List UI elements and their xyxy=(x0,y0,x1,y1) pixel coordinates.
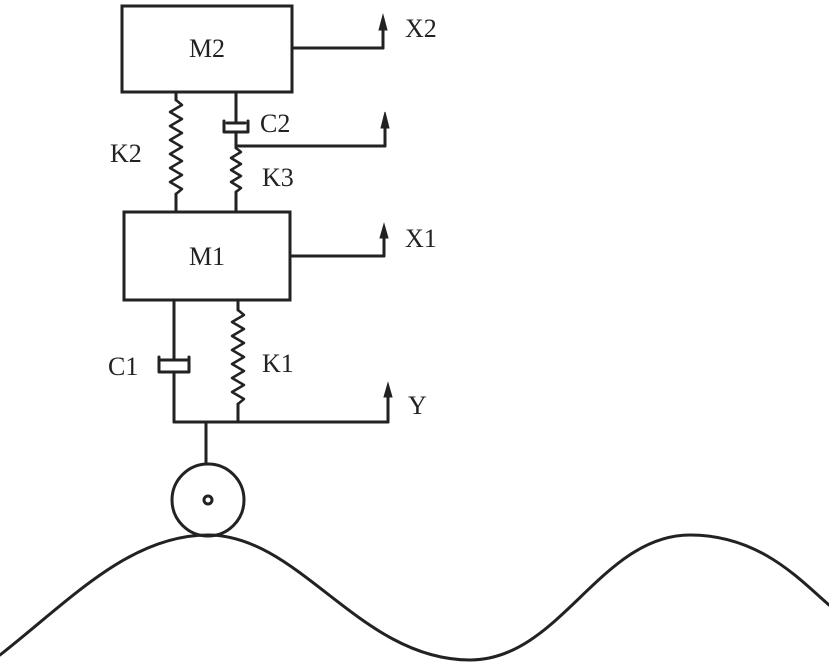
y-arrow-head xyxy=(383,381,393,398)
label-c2: C2 xyxy=(260,109,290,138)
k2-spring xyxy=(168,99,184,195)
mid-arrow-head xyxy=(380,111,390,129)
label-x2: X2 xyxy=(405,14,437,43)
mass-m1-label: M1 xyxy=(189,242,225,271)
x2-arrow-head xyxy=(378,13,388,31)
k1-spring xyxy=(230,309,246,405)
wheel xyxy=(170,462,246,538)
mass-m2-box xyxy=(120,4,294,94)
x1-arrow-head xyxy=(379,222,389,239)
label-k1: K1 xyxy=(262,349,294,378)
mass-m2-label: M2 xyxy=(189,34,225,63)
label-x1: X1 xyxy=(405,224,437,253)
k3-spring xyxy=(229,147,243,193)
wheel-hub xyxy=(202,494,214,506)
label-c1: C1 xyxy=(108,352,138,381)
road-profile xyxy=(0,533,829,662)
label-k2: K2 xyxy=(110,139,142,168)
label-y: Y xyxy=(408,391,427,420)
label-k3: K3 xyxy=(262,163,294,192)
